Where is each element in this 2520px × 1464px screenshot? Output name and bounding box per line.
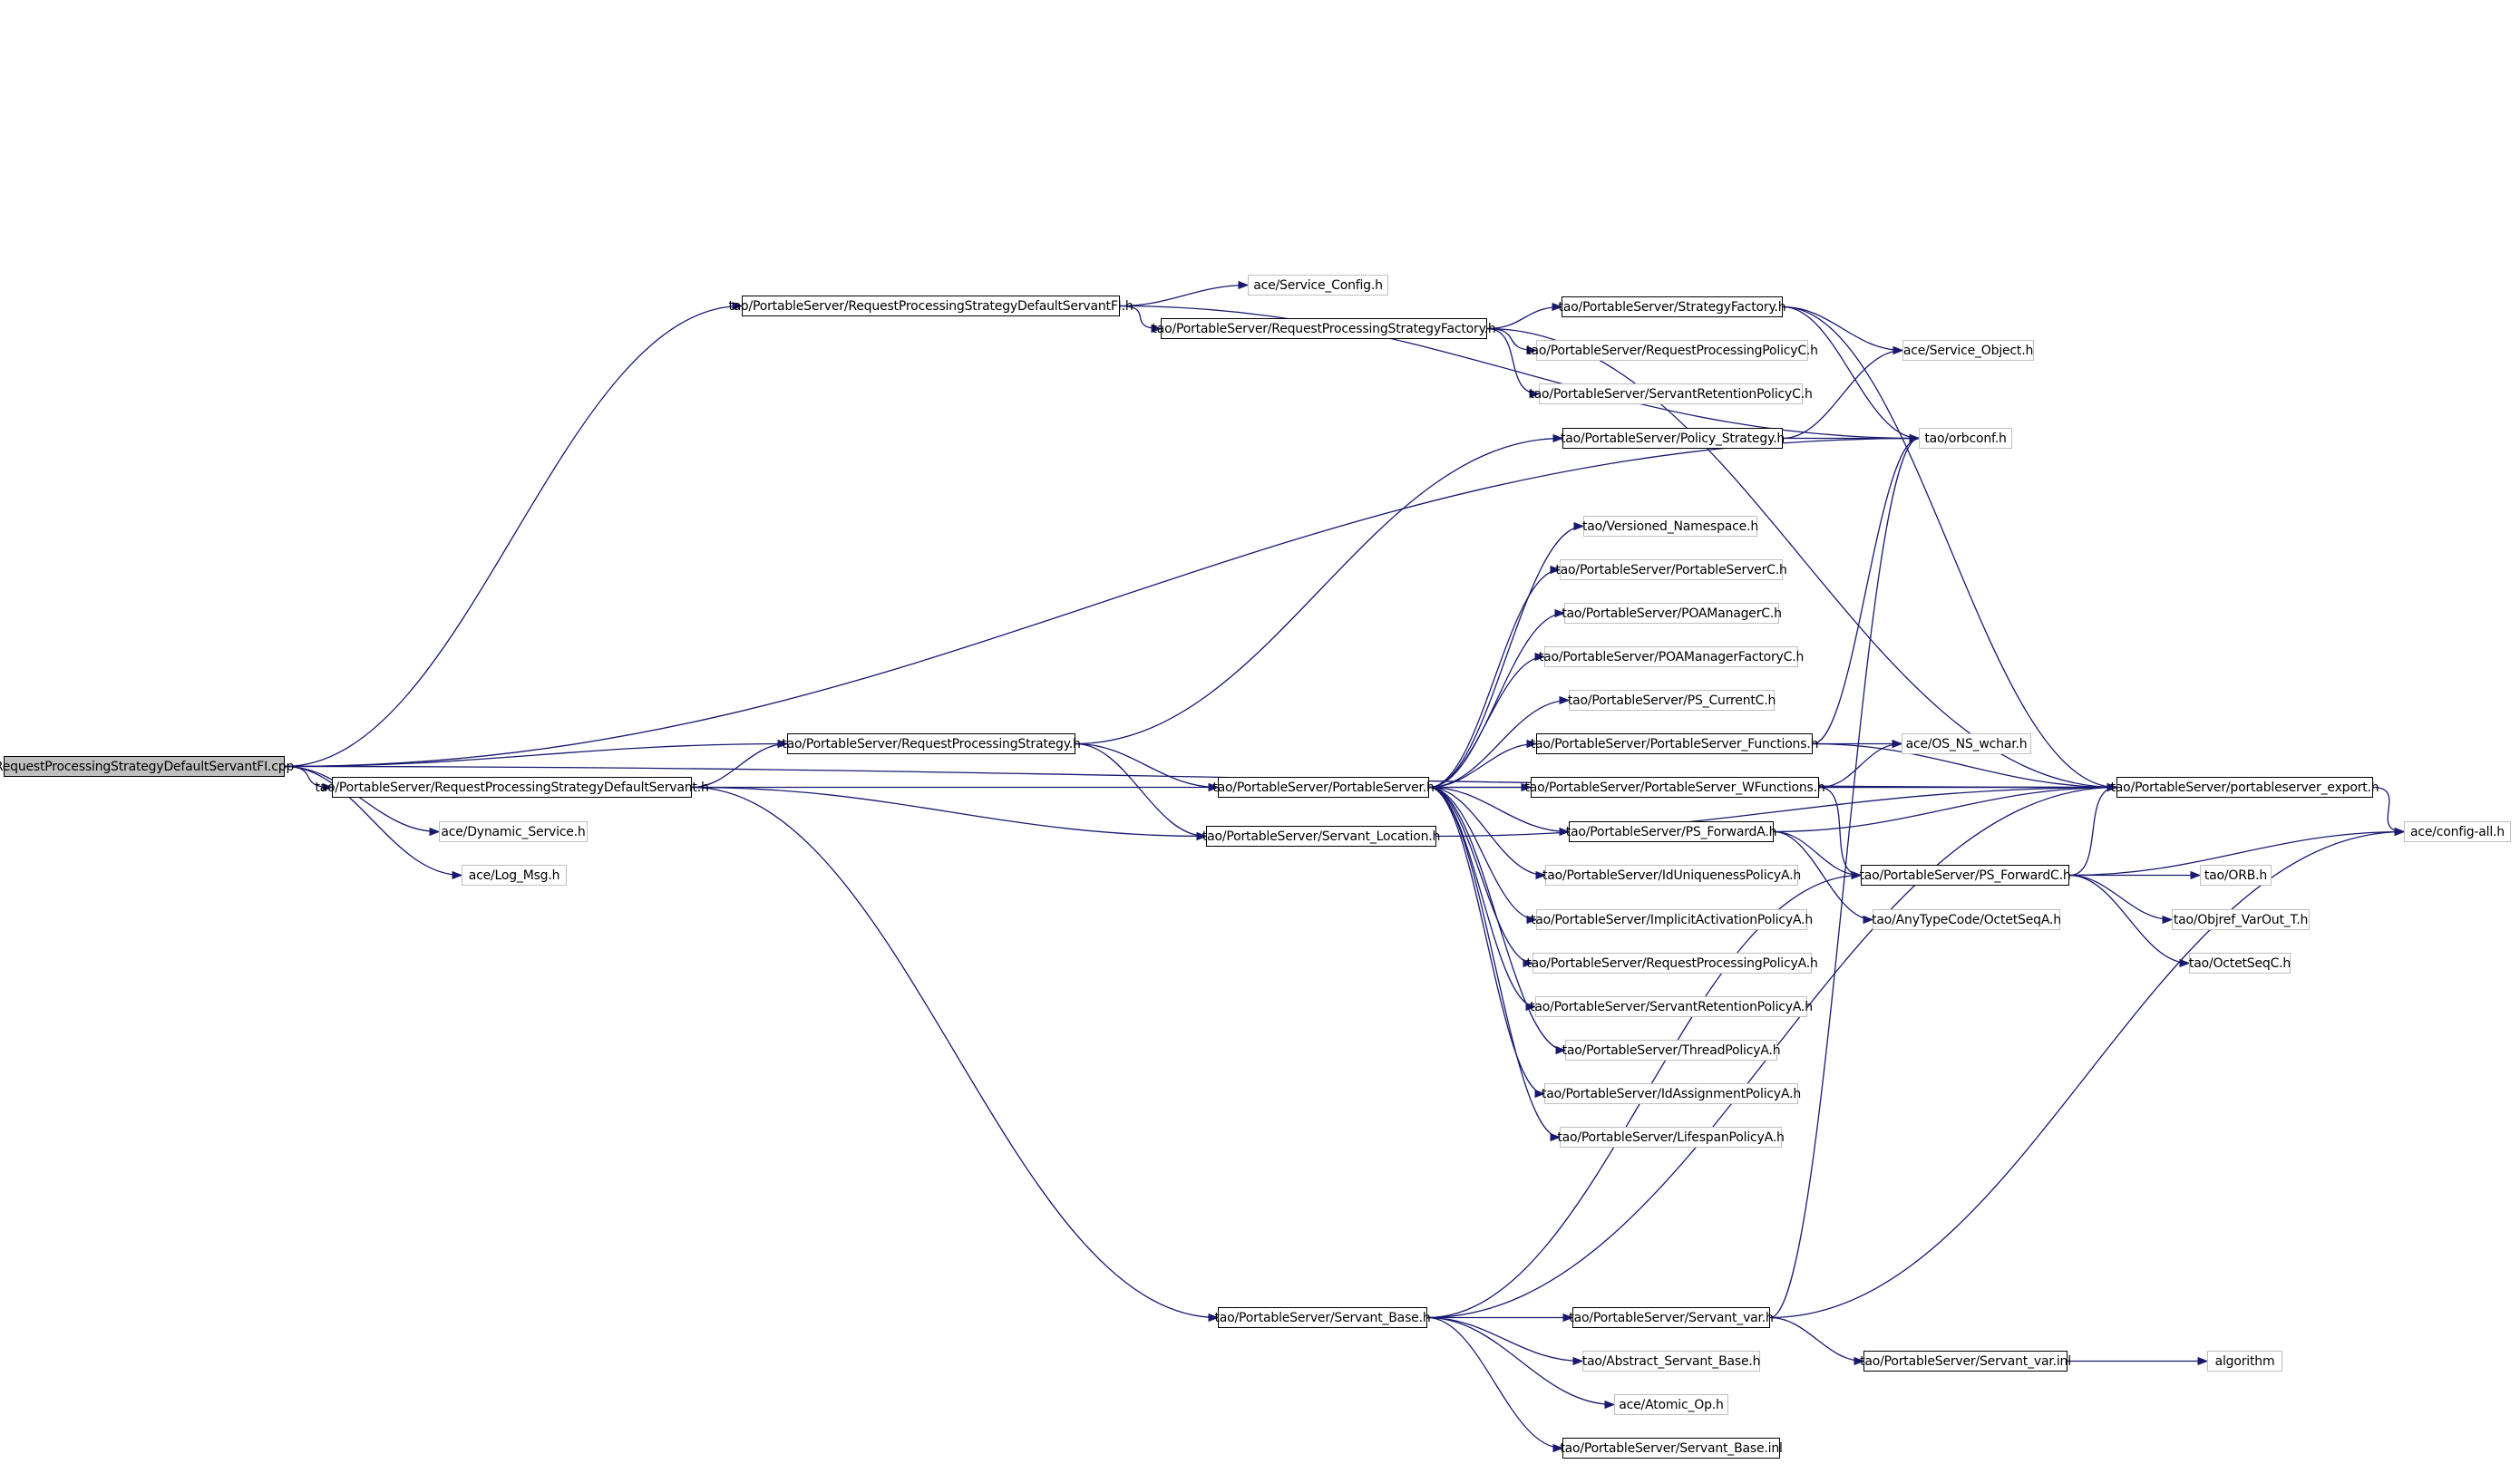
edge-rpsds-h-to-servant-location [691, 786, 1208, 841]
file-node-ps-forwardc[interactable]: tao/PortableServer/PS_ForwardC.h [1859, 865, 2071, 886]
edge-rpsdsfi-h-to-svc-config [1119, 280, 1250, 307]
file-node-service-object[interactable]: ace/Service_Object.h [1902, 340, 2034, 361]
file-node-algorithm[interactable]: algorithm [2207, 1351, 2282, 1372]
file-node-policy-strategy[interactable]: tao/PortableServer/Policy_Strategy.h [1561, 428, 1785, 449]
edge-ps-forwardc-to-octetseqc [2068, 874, 2191, 968]
file-node-servant-base-h[interactable]: tao/PortableServer/Servant_Base.h [1215, 1307, 1431, 1328]
edge-portableserver-h-to-versioned-ns [1428, 521, 1585, 789]
file-node-iduniq[interactable]: tao/PortableServer/IdUniquenessPolicyA.h [1542, 865, 1801, 886]
file-node-strategy-factory[interactable]: tao/PortableServer/StrategyFactory.h [1559, 296, 1786, 317]
file-node-servant-location[interactable]: tao/PortableServer/Servant_Location.h [1202, 826, 1440, 847]
file-node-anytype-octet[interactable]: tao/AnyTypeCode/OctetSeqA.h [1872, 909, 2061, 930]
file-node-sr-policya[interactable]: tao/PortableServer/ServantRetentionPolic… [1530, 996, 1813, 1017]
edge-portableserver-h-to-rp-policya [1428, 786, 1534, 968]
edge-servant-var-h-to-servant-var-inl [1769, 1316, 1865, 1366]
edge-layer [284, 280, 2406, 1453]
edge-portableserver-h-to-thread-policya [1428, 786, 1567, 1055]
edge-root-to-orbconf [284, 433, 1921, 768]
edge-portableserver-h-to-ps-forwarda [1428, 786, 1571, 837]
file-node-objref-varout[interactable]: tao/Objref_VarOut_T.h [2172, 909, 2310, 930]
edge-servant-base-h-to-abstract-servant [1426, 1316, 1584, 1366]
edge-portableserver-h-to-idassign [1428, 786, 1546, 1099]
edge-rps-factory-to-sr-policyc [1486, 327, 1541, 399]
file-node-servant-base-inl[interactable]: tao/PortableServer/Servant_Base.inl [1560, 1438, 1783, 1459]
edge-servant-base-h-to-servant-base-inl [1426, 1316, 1564, 1453]
file-node-dynamic-service[interactable]: ace/Dynamic_Service.h [439, 821, 588, 842]
file-node-implicit[interactable]: tao/PortableServer/ImplicitActivationPol… [1531, 909, 1813, 930]
edge-ps-forwardc-to-config-all [2068, 827, 2406, 877]
edge-portableserver-h-to-poamanagerfactoryc [1428, 652, 1546, 789]
edge-ps-forwarda-to-ps-export [1773, 782, 2118, 833]
file-node-servant-var-inl[interactable]: tao/PortableServer/Servant_var.inl [1860, 1351, 2071, 1372]
edge-rpsds-h-to-rps-h [691, 739, 789, 789]
edge-root-to-log-msg [284, 765, 463, 880]
edge-rps-factory-to-strategy-factory [1486, 302, 1563, 330]
file-node-rpsds-h[interactable]: tao/PortableServer/RequestProcessingStra… [315, 777, 709, 798]
file-node-thread-policya[interactable]: tao/PortableServer/ThreadPolicyA.h [1562, 1040, 1781, 1061]
edge-ps-forwarda-to-anytype-octet [1773, 830, 1874, 925]
edge-ps-forwardc-to-ps-export [2068, 782, 2118, 877]
edge-servant-var-h-to-config-all [1769, 827, 2406, 1319]
edge-servant-location-to-ps-export [1435, 782, 2118, 838]
edge-root-to-rps-h [284, 739, 789, 768]
file-node-atomic-op[interactable]: ace/Atomic_Op.h [1614, 1394, 1728, 1415]
file-node-orb-h[interactable]: tao/ORB.h [2200, 865, 2272, 886]
edge-policy-strategy-to-service-object [1782, 345, 1904, 440]
edge-portableserver-h-to-portableserverc [1428, 565, 1562, 789]
edge-strategy-factory-to-orbconf [1782, 305, 1921, 443]
edge-portableserver-h-to-ps-currentc [1428, 695, 1571, 789]
edge-servant-var-h-to-orbconf [1769, 433, 1921, 1319]
edge-portableserver-h-to-poamanagerc [1428, 608, 1566, 789]
file-node-versioned-ns[interactable]: tao/Versioned_Namespace.h [1582, 516, 1758, 537]
edge-ps-wfunctions-to-ps-forwardc [1818, 786, 1863, 880]
edge-ps-forwarda-to-ps-forwardc [1773, 830, 1863, 880]
file-node-sr-policyc[interactable]: tao/PortableServer/ServantRetentionPolic… [1529, 383, 1813, 404]
file-node-rp-policyc[interactable]: tao/PortableServer/RequestProcessingPoli… [1526, 340, 1818, 361]
edge-rps-h-to-policy-strategy [1075, 433, 1564, 745]
edge-ps-forwardc-to-objref-varout [2068, 874, 2174, 925]
file-node-rps-h[interactable]: tao/PortableServer/RequestProcessingStra… [782, 733, 1081, 754]
file-node-orbconf[interactable]: tao/orbconf.h [1919, 428, 2012, 449]
edge-rpsdsfi-h-to-orbconf [1119, 305, 1921, 443]
edge-rps-h-to-portableserver-h [1075, 742, 1220, 792]
file-node-ps-functions[interactable]: tao/PortableServer/PortableServer_Functi… [1531, 733, 1818, 754]
edge-ps-functions-to-orbconf [1812, 433, 1921, 745]
file-node-os-ns-wchar[interactable]: ace/OS_NS_wchar.h [1902, 733, 2031, 754]
file-node-abstract-servant[interactable]: tao/Abstract_Servant_Base.h [1582, 1351, 1761, 1372]
edge-root-to-dynamic-service [284, 765, 441, 837]
edge-portableserver-h-to-ps-functions [1428, 739, 1538, 789]
file-node-ps-currentc[interactable]: tao/PortableServer/PS_CurrentC.h [1568, 690, 1776, 711]
file-node-poamanagerc[interactable]: tao/PortableServer/POAManagerC.h [1562, 603, 1782, 624]
file-node-log-msg[interactable]: ace/Log_Msg.h [462, 865, 567, 886]
file-node-config-all[interactable]: ace/config-all.h [2404, 821, 2511, 842]
file-node-octetseqc[interactable]: tao/OctetSeqC.h [2189, 953, 2291, 974]
file-node-rps-factory[interactable]: tao/PortableServer/RequestProcessingStra… [1152, 318, 1496, 339]
file-node-ps-forwarda[interactable]: tao/PortableServer/PS_ForwardA.h [1566, 821, 1776, 842]
file-node-root[interactable]: RequestProcessingStrategyDefaultServantF… [0, 756, 294, 777]
file-node-lifespan[interactable]: tao/PortableServer/LifespanPolicyA.h [1557, 1127, 1785, 1148]
edge-root-to-rpsdsfi-h [284, 301, 744, 768]
file-node-poamanagerfactoryc[interactable]: tao/PortableServer/POAManagerFactoryC.h [1539, 646, 1804, 667]
edge-portableserver-h-to-iduniq [1428, 786, 1547, 880]
file-node-servant-var-h[interactable]: tao/PortableServer/Servant_var.h [1569, 1307, 1774, 1328]
edge-strategy-factory-to-ps-export [1782, 305, 2118, 792]
edge-portableserver-h-to-lifespan [1428, 786, 1562, 1142]
edge-portableserver-h-to-implicit [1428, 786, 1538, 925]
file-node-portableserverc[interactable]: tao/PortableServer/PortableServerC.h [1555, 559, 1787, 580]
edge-ps-wfunctions-to-os-ns-wchar [1818, 739, 1903, 789]
file-node-svc-config[interactable]: ace/Service_Config.h [1248, 275, 1388, 296]
file-node-rpsdsfi-h[interactable]: tao/PortableServer/RequestProcessingStra… [728, 296, 1134, 316]
file-node-ps-export[interactable]: tao/PortableServer/portableserver_export… [2111, 777, 2379, 798]
file-node-ps-wfunctions[interactable]: tao/PortableServer/PortableServer_WFunct… [1524, 777, 1825, 798]
file-node-idassign[interactable]: tao/PortableServer/IdAssignmentPolicyA.h [1542, 1083, 1801, 1104]
file-node-portableserver-h[interactable]: tao/PortableServer/PortableServer.h [1212, 777, 1435, 798]
file-node-rp-policya[interactable]: tao/PortableServer/RequestProcessingPoli… [1526, 953, 1818, 974]
edge-servant-base-h-to-atomic-op [1426, 1316, 1616, 1410]
edge-rpsdsfi-h-to-rps-factory [1119, 305, 1163, 334]
edge-rpsds-h-to-servant-base-h [691, 786, 1220, 1323]
edge-rps-h-to-servant-location [1075, 742, 1208, 841]
